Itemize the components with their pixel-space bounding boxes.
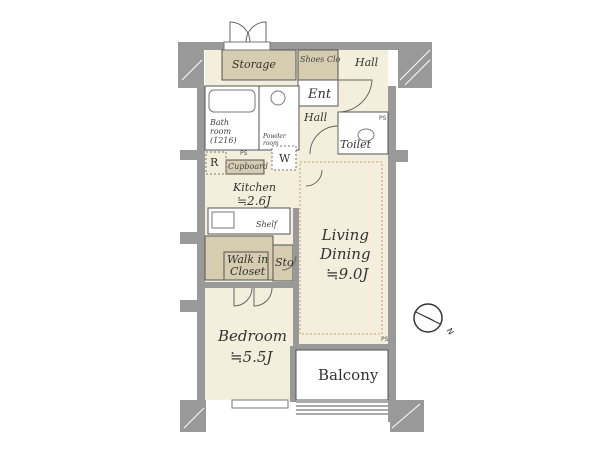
label-kitchen-area: ≒2.6J bbox=[237, 194, 271, 208]
stove bbox=[211, 211, 235, 229]
label-ps-1: PS bbox=[240, 150, 248, 157]
label-bedroom: Bedroom bbox=[218, 327, 287, 345]
label-powder-room: Powder room bbox=[263, 133, 286, 147]
interior-walls bbox=[205, 208, 388, 402]
windows bbox=[223, 41, 289, 409]
wall-notch-right bbox=[396, 150, 408, 162]
label-living-dining: Living Dining bbox=[320, 226, 371, 263]
label-shelf: Shelf bbox=[256, 220, 277, 229]
wash-basin bbox=[270, 90, 286, 106]
label-hall-inner: Hall bbox=[304, 111, 328, 124]
entrance-room bbox=[297, 79, 339, 107]
wall-block-left-bottom bbox=[180, 400, 206, 432]
label-living-area: ≒9.0J bbox=[326, 265, 369, 283]
label-refrigerator: R bbox=[210, 156, 219, 169]
label-storage-small: Sto bbox=[275, 256, 294, 269]
living-dining-carpet-outline bbox=[299, 161, 383, 335]
label-walk-in-closet: Walk in Closet bbox=[227, 253, 269, 279]
wall-block-left-top bbox=[178, 42, 204, 88]
door-storage-top-left bbox=[229, 21, 251, 43]
walk-in-closet-label-box bbox=[223, 251, 269, 281]
door-bedroom bbox=[253, 287, 273, 307]
cupboard-unit bbox=[225, 159, 265, 175]
washer-space bbox=[271, 145, 297, 171]
door-storage-small bbox=[281, 255, 297, 271]
wall-hatching bbox=[181, 49, 431, 429]
door-living bbox=[305, 169, 323, 187]
bedroom-room bbox=[205, 288, 290, 400]
label-storage: Storage bbox=[232, 58, 276, 71]
label-hall-outer: Hall bbox=[355, 56, 379, 69]
door-hall bbox=[309, 125, 339, 155]
outer-walls bbox=[178, 42, 432, 432]
wall-living-left bbox=[293, 208, 299, 348]
label-balcony: Balcony bbox=[318, 366, 379, 384]
refrigerator-space bbox=[205, 151, 227, 175]
label-ps-2: PS bbox=[379, 115, 387, 122]
door-closet-left bbox=[233, 287, 253, 307]
label-ps-3: PS bbox=[381, 336, 389, 343]
label-cupboard: Cupboard bbox=[228, 162, 269, 171]
compass bbox=[413, 303, 443, 333]
label-kitchen: Kitchen bbox=[233, 181, 276, 194]
label-bedroom-area: ≒5.5J bbox=[230, 348, 273, 366]
wall-notch-left-1 bbox=[180, 150, 202, 160]
label-bath-room: Bath room (1216) bbox=[210, 118, 237, 146]
wall-notch-left-3 bbox=[180, 300, 202, 312]
wall-left bbox=[197, 86, 205, 416]
label-entrance: Ent bbox=[308, 87, 332, 102]
label-shoes-closet: Shoes Clo bbox=[300, 55, 341, 64]
toilet-bowl bbox=[357, 128, 375, 142]
wall-balcony-top bbox=[296, 344, 388, 350]
balcony-area bbox=[295, 349, 389, 401]
wall-notch-left-2 bbox=[180, 232, 202, 244]
balcony-railing bbox=[296, 401, 388, 415]
label-washer: W bbox=[279, 152, 291, 165]
wall-balcony-left bbox=[290, 346, 296, 402]
doors bbox=[229, 21, 373, 307]
label-toilet: Toilet bbox=[340, 138, 372, 151]
wall-right bbox=[388, 86, 396, 422]
door-entrance bbox=[337, 79, 373, 113]
door-storage-top-right bbox=[245, 21, 267, 43]
wall-bedroom-top bbox=[205, 282, 295, 288]
wall-top bbox=[202, 42, 398, 50]
bathtub bbox=[208, 89, 256, 113]
